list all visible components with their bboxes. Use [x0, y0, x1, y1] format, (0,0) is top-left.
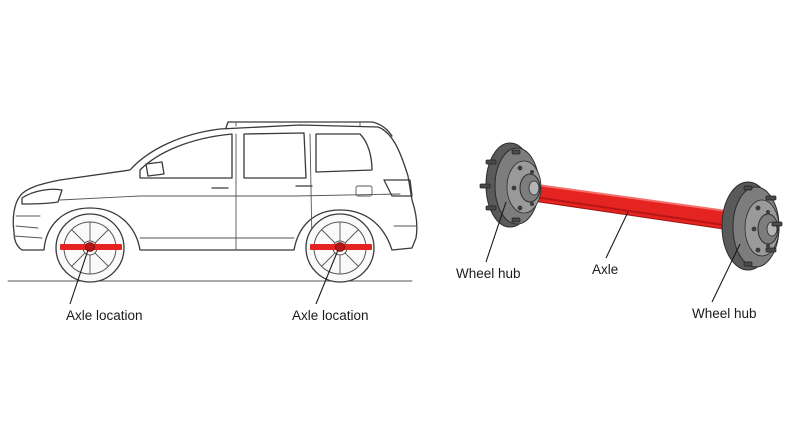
front-window	[139, 133, 233, 179]
rear-axle-label: Axle location	[292, 308, 369, 323]
axle-assembly: Wheel hub Axle Wheel hub	[456, 142, 783, 321]
rear-axle-leader	[315, 249, 339, 305]
rear-axle-marker	[310, 242, 372, 252]
left-hub-label: Wheel hub	[456, 266, 521, 281]
body-crease	[59, 193, 401, 201]
tail-light	[383, 179, 413, 197]
front-axle-leader	[69, 249, 89, 305]
car-illustration: Axle location Axle location	[7, 121, 418, 323]
front-bumper	[13, 215, 43, 239]
fuel-cap	[355, 185, 373, 197]
right-hub-leader	[711, 243, 741, 303]
front-axle-marker	[60, 242, 122, 252]
headlight	[21, 188, 63, 205]
left-hub-leader	[485, 201, 507, 263]
side-mirror	[145, 161, 165, 177]
rear-window	[315, 133, 373, 173]
axle-leader	[605, 211, 629, 259]
right-wheel-hub	[721, 181, 783, 271]
door-line-rear	[309, 133, 313, 245]
front-axle-label: Axle location	[66, 308, 143, 323]
left-wheel-hub	[479, 142, 542, 228]
axle-label: Axle	[592, 262, 618, 277]
car-body	[12, 124, 418, 251]
roof-rail	[225, 121, 393, 137]
axle-shaft	[525, 183, 735, 231]
middle-window	[243, 132, 307, 179]
right-hub-label: Wheel hub	[692, 306, 757, 321]
